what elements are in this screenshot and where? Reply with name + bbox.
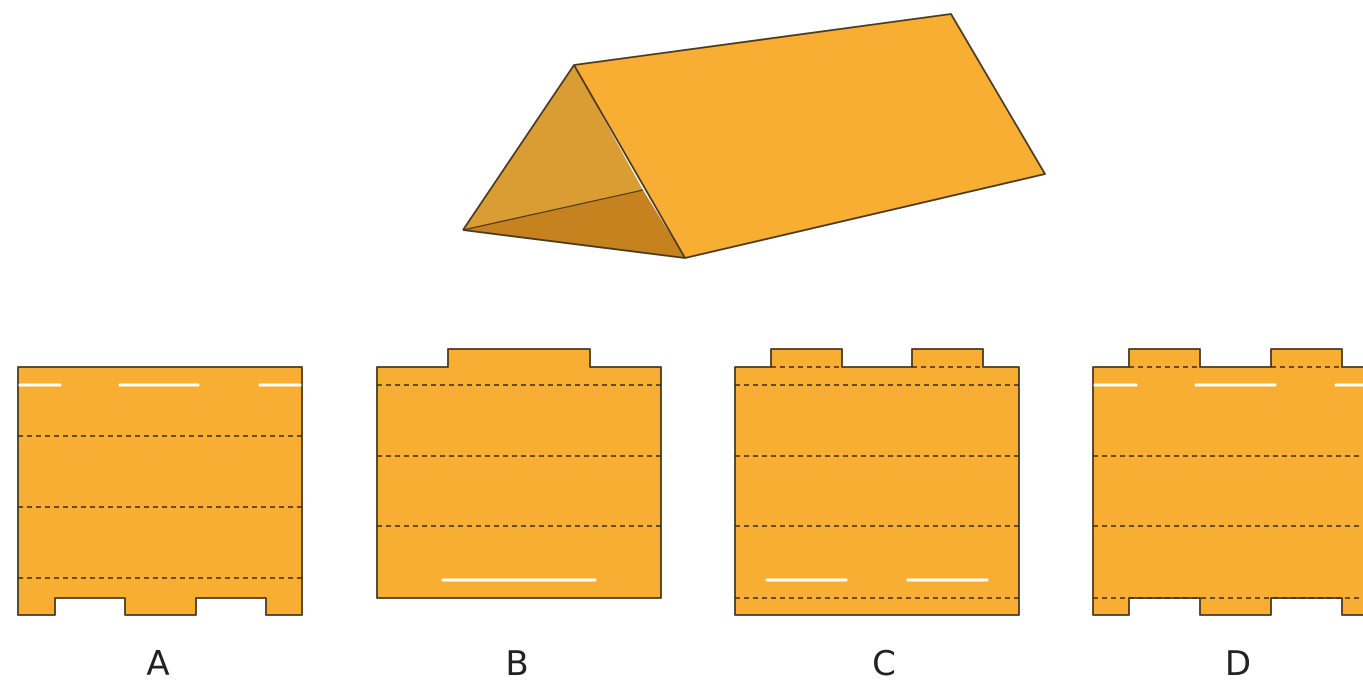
net-option-d[interactable]: [1092, 348, 1363, 616]
net-c-body: [734, 348, 1020, 616]
net-a-body: [17, 366, 303, 616]
prism-ridge-edge: [573, 64, 686, 259]
net-option-b[interactable]: [376, 348, 662, 599]
net-b-body: [376, 348, 662, 599]
prism-left-face: [463, 65, 643, 230]
option-d-label[interactable]: D: [1224, 644, 1252, 684]
net-option-c[interactable]: [734, 348, 1020, 616]
net-d-body: [1092, 348, 1363, 616]
option-b-label[interactable]: B: [505, 644, 529, 684]
net-option-a[interactable]: [17, 366, 303, 616]
option-c-label[interactable]: C: [872, 644, 896, 684]
prism-inner-edge: [462, 189, 644, 231]
option-a-label[interactable]: A: [146, 644, 170, 684]
folded-prism-model: [462, 13, 1046, 259]
prism-outline: [462, 13, 1046, 259]
prism-inner-floor: [463, 190, 685, 258]
prism-front-roof-face: [574, 14, 1045, 258]
